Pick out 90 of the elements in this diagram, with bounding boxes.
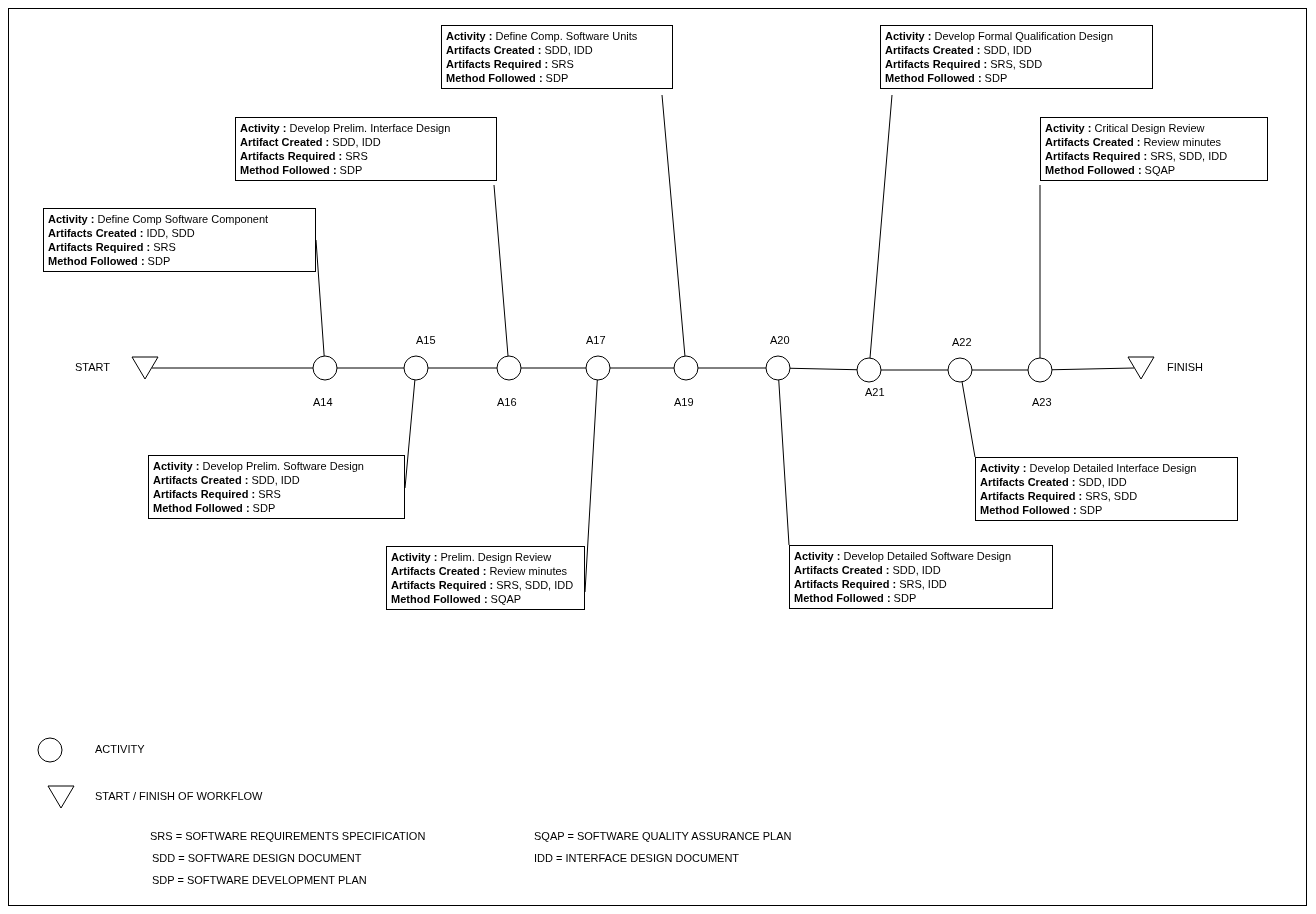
activity-id: A20 — [770, 334, 790, 346]
legend-text: ACTIVITY — [95, 743, 145, 755]
activity-id: A15 — [416, 334, 436, 346]
activity-id: A19 — [674, 396, 694, 408]
workflow-line — [151, 367, 314, 369]
activity-circle — [496, 355, 522, 381]
info-line: Method Followed : SQAP — [391, 592, 523, 606]
info-line: Artifacts Created : Review minutes — [391, 564, 569, 578]
info-line: Method Followed : SDP — [885, 71, 1009, 85]
abbreviation-note: IDD = INTERFACE DESIGN DOCUMENT — [534, 852, 740, 864]
activity-info-box — [148, 455, 405, 519]
info-line: Activity : Develop Prelim. Software Design — [153, 459, 365, 473]
info-line: Artifacts Required : SRS, IDD — [794, 577, 948, 591]
workflow-line — [609, 367, 675, 369]
activity-info-box — [880, 25, 1153, 89]
activity-info-box — [441, 25, 673, 89]
info-line: Activity : Define Comp. Software Units — [446, 29, 639, 43]
info-line: Artifacts Created : Review minutes — [1045, 135, 1223, 149]
info-line: Artifacts Created : IDD, SDD — [48, 226, 196, 240]
workflow-end-label: START — [75, 361, 111, 373]
info-line: Method Followed : SDP — [446, 71, 570, 85]
info-line: Method Followed : SDP — [240, 163, 364, 177]
activity-circle — [1027, 357, 1053, 383]
activity-id: A22 — [952, 336, 972, 348]
start-finish-triangle — [131, 356, 159, 380]
leader-line — [778, 379, 790, 546]
info-line: Artifact Created : SDD, IDD — [240, 135, 382, 149]
info-line: Activity : Develop Detailed Interface Design — [980, 461, 1198, 475]
workflow-line — [789, 367, 858, 371]
activity-info-box — [386, 546, 585, 610]
info-line: Artifacts Created : SDD, IDD — [794, 563, 942, 577]
activity-info-box — [789, 545, 1053, 609]
workflow-line — [336, 367, 405, 369]
activity-id: A16 — [497, 396, 517, 408]
info-line: Method Followed : SDP — [794, 591, 918, 605]
info-line: Activity : Define Comp Software Component — [48, 212, 270, 226]
info-line: Method Followed : SDP — [48, 254, 172, 268]
activity-id: A17 — [586, 334, 606, 346]
info-line: Activity : Develop Prelim. Interface Design — [240, 121, 452, 135]
info-line: Artifacts Required : SRS — [240, 149, 369, 163]
abbreviation-note: SQAP = SOFTWARE QUALITY ASSURANCE PLAN — [534, 830, 792, 842]
info-line: Artifacts Required : SRS, SDD — [980, 489, 1139, 503]
info-line: Artifacts Created : SDD, IDD — [980, 475, 1128, 489]
activity-circle — [947, 357, 973, 383]
activity-info-box — [43, 208, 316, 272]
info-line: Activity : Critical Design Review — [1045, 121, 1206, 135]
activity-info-box — [1040, 117, 1268, 181]
activity-info-box — [975, 457, 1238, 521]
info-line: Artifacts Required : SRS — [153, 487, 282, 501]
workflow-line — [971, 369, 1029, 371]
leader-line — [1039, 184, 1041, 359]
activity-circle — [312, 355, 338, 381]
activity-info-box — [235, 117, 497, 181]
activity-circle — [403, 355, 429, 381]
info-line: Artifacts Required : SRS, SDD, IDD — [1045, 149, 1229, 163]
info-line: Activity : Develop Formal Qualification Design — [885, 29, 1115, 43]
info-line: Artifacts Created : SDD, IDD — [153, 473, 301, 487]
leader-line — [661, 94, 686, 357]
abbreviation-note: SDD = SOFTWARE DESIGN DOCUMENT — [152, 852, 362, 864]
legend-text: START / FINISH OF WORKFLOW — [95, 790, 263, 802]
activity-circle — [585, 355, 611, 381]
activity-id: A23 — [1032, 396, 1052, 408]
workflow-line — [1051, 367, 1135, 371]
activity-circle — [856, 357, 882, 383]
workflow-line — [880, 369, 949, 371]
info-line: Artifacts Required : SRS — [48, 240, 177, 254]
info-line: Method Followed : SDP — [153, 501, 277, 515]
info-line: Activity : Develop Detailed Software Design — [794, 549, 1013, 563]
workflow-line — [427, 367, 498, 369]
workflow-line — [697, 367, 767, 369]
activity-id: A21 — [865, 386, 885, 398]
info-line: Artifacts Required : SRS — [446, 57, 575, 71]
abbreviation-note: SDP = SOFTWARE DEVELOPMENT PLAN — [152, 874, 367, 886]
leader-line — [961, 381, 976, 458]
info-line: Artifacts Required : SRS, SDD — [885, 57, 1044, 71]
info-line: Artifacts Created : SDD, IDD — [885, 43, 1033, 57]
leader-line — [869, 94, 893, 359]
info-line: Artifacts Required : SRS, SDD, IDD — [391, 578, 575, 592]
activity-circle — [765, 355, 791, 381]
info-line: Method Followed : SDP — [980, 503, 1104, 517]
activity-id: A14 — [313, 396, 333, 408]
abbreviation-note: SRS = SOFTWARE REQUIREMENTS SPECIFICATION — [150, 830, 426, 842]
workflow-end-label: FINISH — [1167, 361, 1204, 373]
leader-line — [493, 184, 509, 357]
info-line: Artifacts Created : SDD, IDD — [446, 43, 594, 57]
start-finish-triangle — [1127, 356, 1155, 380]
info-line: Activity : Prelim. Design Review — [391, 550, 553, 564]
activity-circle — [673, 355, 699, 381]
workflow-line — [520, 367, 587, 369]
info-line: Method Followed : SQAP — [1045, 163, 1177, 177]
